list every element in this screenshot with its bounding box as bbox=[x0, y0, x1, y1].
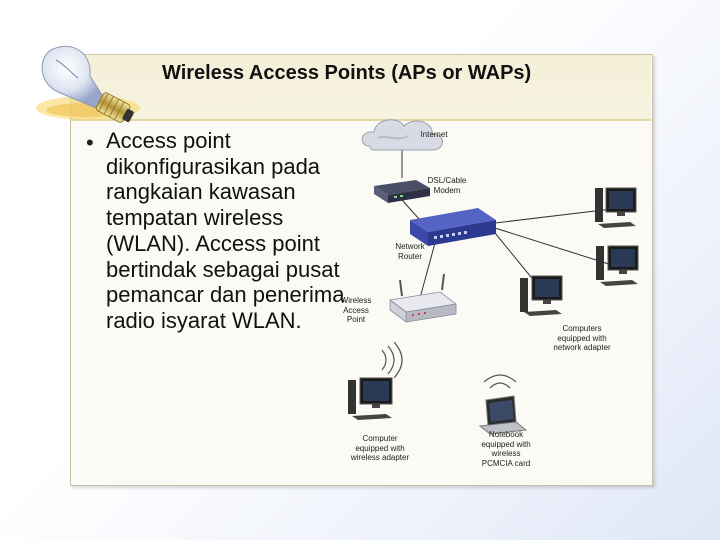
bullet-marker: • bbox=[86, 130, 94, 155]
desktop-computer-icon bbox=[348, 377, 393, 420]
notebook-label: Notebook equipped with wireless PCMCIA c… bbox=[481, 430, 531, 468]
slide-title: Wireless Access Points (APs or WAPs) bbox=[162, 62, 532, 84]
wireless-signal-icon bbox=[381, 341, 403, 379]
slide-frame bbox=[70, 54, 653, 486]
bullet-text: Access point dikonfigurasikan pada rangk… bbox=[106, 128, 345, 333]
title-bar bbox=[71, 55, 651, 121]
desktop-computer-icon bbox=[596, 245, 639, 286]
lightbulb-icon bbox=[36, 45, 140, 123]
modem-icon bbox=[374, 180, 430, 203]
router-icon bbox=[410, 208, 496, 246]
internet-label: Internet bbox=[420, 130, 448, 139]
cloud-icon bbox=[361, 119, 443, 151]
wired-computers-label: Computers equipped with network adapter bbox=[553, 324, 611, 352]
wireless-computer-label: Computer equipped with wireless adapter bbox=[350, 434, 410, 462]
modem-label: DSL/Cable Modem bbox=[427, 176, 467, 195]
access-point-icon bbox=[389, 273, 457, 323]
desktop-computer-icon bbox=[595, 187, 637, 228]
network-diagram-art bbox=[348, 119, 639, 435]
notebook-icon bbox=[478, 395, 528, 435]
wireless-signal-icon bbox=[483, 374, 517, 389]
desktop-computer-icon bbox=[520, 275, 563, 316]
router-label: Network Router bbox=[395, 242, 425, 261]
access-point-label: Wireless Access Point bbox=[340, 296, 372, 324]
network-diagram: Internet DSL/Cable Modem Network Router … bbox=[330, 108, 650, 488]
